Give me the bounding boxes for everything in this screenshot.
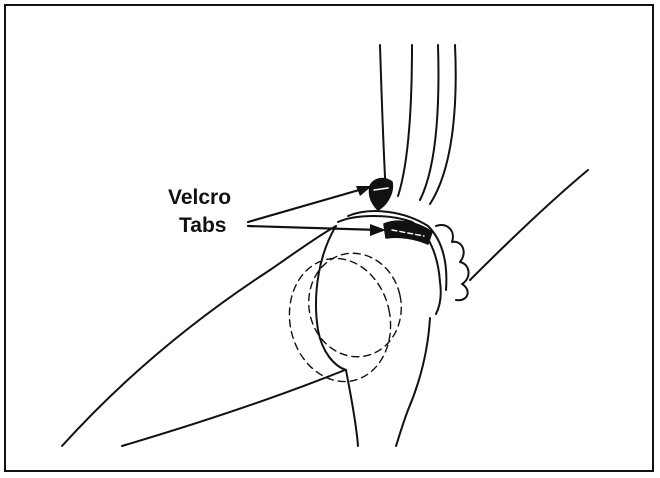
- forearm-line: [470, 170, 588, 280]
- cuff-tubing: [380, 45, 456, 204]
- arm-upper-outline: [62, 226, 336, 446]
- velcro-tab-upper: [369, 179, 392, 210]
- arm-lower-outline: [122, 370, 345, 446]
- arrow-to-lower-tab: [248, 226, 380, 230]
- callout-label-tabs: Tabs: [179, 215, 226, 236]
- pressure-cuff: [316, 211, 446, 446]
- arm-lower-tail: [396, 318, 430, 446]
- callout-label-velcro: Velcro: [168, 187, 231, 208]
